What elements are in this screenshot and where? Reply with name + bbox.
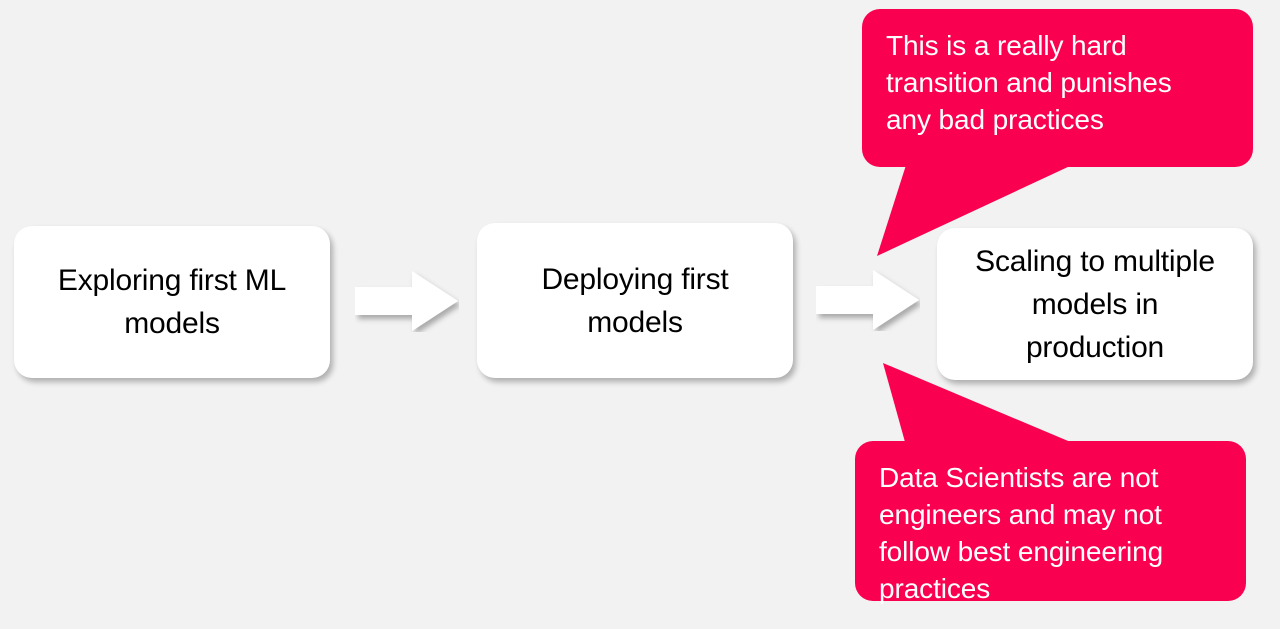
process-box-label: Scaling to multiple models in production [975, 244, 1215, 364]
process-box-label: Deploying first models [541, 262, 729, 339]
callout-bubble[interactable]: Data Scientists are not engineers and ma… [855, 441, 1246, 604]
process-box-scaling-to-multiple-models-in-production[interactable]: Scaling to multiple models in production [937, 228, 1253, 380]
right-arrow-icon [816, 269, 920, 331]
callout-text: Data Scientists are not engineers and ma… [879, 462, 1164, 604]
callout-data-scientists-not-engineers: Data Scientists are not engineers and ma… [0, 340, 1280, 629]
callout-bubble[interactable]: This is a really hard transition and pun… [862, 9, 1253, 167]
process-box-label: Exploring first ML models [57, 264, 287, 340]
right-arrow-icon [355, 270, 459, 332]
callout-text: This is a really hard transition and pun… [886, 30, 1172, 135]
process-box-exploring-first-ml-models[interactable]: Exploring first ML models [14, 226, 330, 378]
process-box-deploying-first-models[interactable]: Deploying first models [477, 223, 793, 378]
